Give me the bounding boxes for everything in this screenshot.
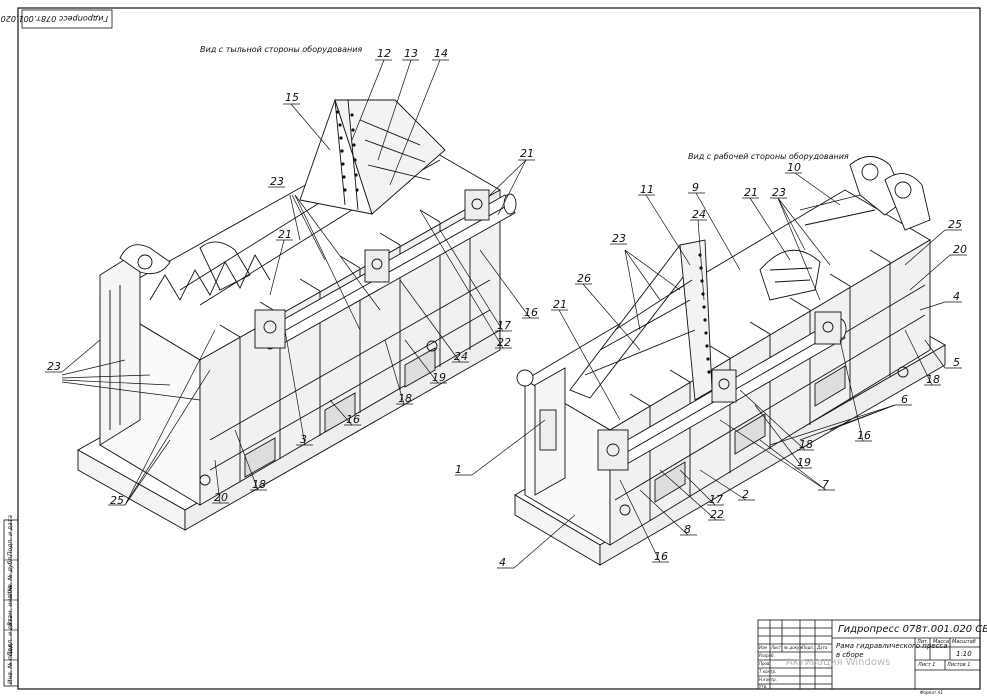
leader-lines-rear — [45, 59, 539, 506]
callout-23: 23 — [47, 360, 61, 373]
title-designation: Гидропресс 078т.001.020 СБ — [838, 624, 987, 635]
rear-view-caption: Вид с тыльной стороны оборудования — [200, 45, 363, 54]
callout-6: 6 — [901, 393, 908, 406]
title-sheets: Листов 1 — [947, 662, 971, 668]
title-row-5: Н.контр. — [759, 677, 777, 682]
callout-25: 25 — [110, 494, 124, 507]
os-activation-watermark: Активация Windows — [786, 657, 891, 668]
callout-22: 22 — [710, 508, 724, 521]
title-name-line1: Рама гидравлического пресса — [836, 642, 948, 650]
callout-24: 24 — [692, 208, 706, 221]
sheet-border — [17, 7, 981, 690]
title-row-head-4: Дата — [817, 645, 828, 650]
callout-15: 15 — [285, 91, 299, 104]
callout-19: 19 — [432, 371, 446, 384]
title-row-head-1: Лист — [771, 645, 782, 650]
title-row-head-3: Подп. — [802, 645, 815, 650]
callout-10: 10 — [787, 161, 801, 174]
title-col-mass: Масса — [933, 639, 949, 645]
callout-21: 21 — [553, 298, 567, 311]
callout-22: 22 — [497, 336, 511, 349]
title-col-lit: Лит. — [917, 639, 929, 645]
callout-18: 18 — [252, 478, 266, 491]
title-block-frame — [757, 619, 981, 690]
title-row-2: Разраб. — [759, 653, 775, 658]
title-row-6: Утв. — [759, 684, 768, 689]
title-name-line2: в сборе — [836, 651, 864, 659]
rear-wedge-detail — [299, 98, 446, 215]
title-row-3: Пров. — [759, 661, 771, 666]
callout-8: 8 — [684, 523, 691, 536]
callout-21: 21 — [520, 147, 534, 160]
callout-3: 3 — [300, 433, 307, 446]
callout-17: 17 — [709, 493, 723, 506]
title-row-4: Т.контр. — [759, 669, 777, 674]
callout-21: 21 — [278, 228, 292, 241]
callout-14: 14 — [434, 47, 448, 60]
format-label: Формат А1 — [920, 690, 943, 695]
callout-23: 23 — [270, 175, 284, 188]
title-row-1: Изм — [759, 645, 768, 650]
callout-4: 4 — [499, 556, 506, 569]
callout-11: 11 — [640, 183, 654, 196]
callout-7: 7 — [822, 478, 829, 491]
callout-25: 25 — [948, 218, 962, 231]
callout-24: 24 — [454, 350, 468, 363]
title-row-head-2: № докум. — [784, 645, 804, 650]
front-view-assembly — [514, 156, 946, 566]
callout-4: 4 — [953, 290, 960, 303]
front-view-caption: Вид с рабочей стороны оборудования — [688, 152, 849, 161]
title-col-scale: Масштаб — [952, 639, 976, 645]
callout-23: 23 — [612, 232, 626, 245]
side-stamp-5: Подп. и дата — [7, 515, 14, 556]
callout-5: 5 — [953, 356, 960, 369]
leader-lines-front — [455, 172, 967, 569]
callout-23: 23 — [772, 186, 786, 199]
callout-20: 20 — [953, 243, 967, 256]
rear-view-assembly — [77, 131, 517, 531]
side-stamp-4: Инв. № дубл. — [7, 554, 14, 596]
callout-2: 2 — [742, 488, 749, 501]
callout-18: 18 — [799, 438, 813, 451]
callout-19: 19 — [797, 456, 811, 469]
callout-12: 12 — [377, 47, 391, 60]
callout-18: 18 — [926, 373, 940, 386]
title-sheet: Лист 1 — [918, 662, 936, 668]
callout-20: 20 — [214, 491, 228, 504]
callout-13: 13 — [404, 47, 418, 60]
rotated-stamp-box — [21, 9, 113, 29]
rotated-stamp-text: Гидропресс 078т.001.020 СБ — [0, 14, 108, 23]
callout-16: 16 — [654, 550, 668, 563]
callout-16: 16 — [524, 306, 538, 319]
front-wedge-detail — [569, 239, 713, 401]
callout-1: 1 — [455, 463, 462, 476]
callout-17: 17 — [497, 319, 511, 332]
callout-21: 21 — [744, 186, 758, 199]
callout-18: 18 — [398, 392, 412, 405]
title-scale-value: 1:10 — [956, 650, 972, 658]
callout-16: 16 — [857, 429, 871, 442]
callout-9: 9 — [692, 181, 699, 194]
callout-16: 16 — [346, 413, 360, 426]
callout-26: 26 — [577, 272, 591, 285]
